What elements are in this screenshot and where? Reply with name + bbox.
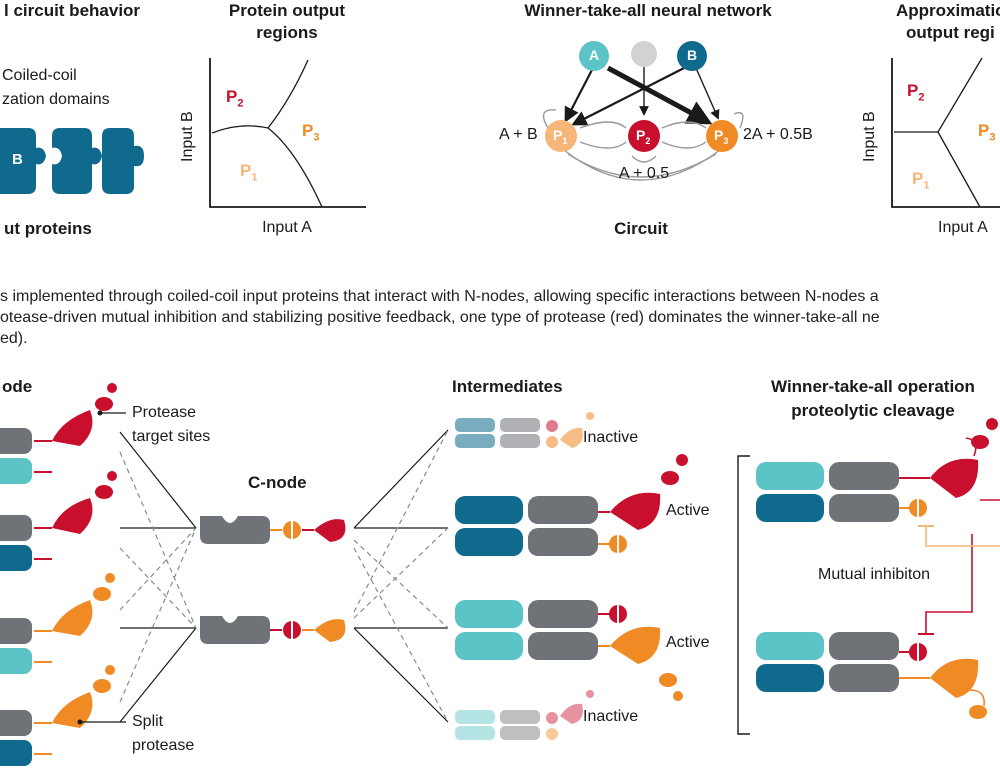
panel4-title-2: output regi (906, 23, 995, 42)
intermediate-state-3: Active (666, 634, 710, 651)
panel2-region-p2: P2 (226, 87, 244, 110)
panel4-ylabel: Input B (861, 111, 878, 162)
panel2-title-2: regions (256, 23, 318, 42)
panel2-title-1: Protein output (228, 1, 346, 20)
circuit-label: Circuit (614, 219, 668, 238)
panel2-region-p3: P3 (302, 121, 320, 144)
coiled-coil-label-1: Coiled-coil (2, 67, 77, 84)
panel2-region-p1: P1 (240, 161, 258, 184)
protein-letter: B (12, 151, 23, 168)
node-p1: P1 (553, 127, 568, 146)
split-label-1: Split (132, 713, 164, 730)
panel1-title: l circuit behavior (4, 1, 141, 20)
input-proteins-group (0, 128, 144, 194)
input-proteins-label: ut proteins (4, 219, 92, 238)
protease-label-1: Protease (132, 404, 197, 421)
coiled-coil-label-2: zation domains (2, 91, 110, 108)
wta-operation-panel (737, 418, 1000, 735)
wta-circuit (542, 41, 744, 181)
intermediate-state-1: Inactive (583, 429, 639, 446)
left-expression: A + B (499, 126, 538, 143)
panel4-region-p3: P3 (978, 121, 996, 144)
caption-line-1: s implemented through coiled-coil input … (0, 288, 879, 305)
n-to-c-connections (119, 431, 197, 723)
caption-line-3: ed). (0, 330, 28, 347)
wta-title-2: proteolytic cleavage (791, 401, 955, 420)
panel4-region-p2: P2 (907, 81, 925, 104)
protease-label-2: target sites (132, 428, 211, 445)
wta-title-1: Winner-take-all operation (771, 377, 975, 396)
panel4-xlabel: Input A (938, 219, 988, 236)
panel2-ylabel: Input B (179, 111, 196, 162)
mutual-inhibition-label: Mutual inhibiton (818, 566, 931, 583)
c-node-title: C-node (248, 473, 307, 492)
caption-line-2: otease-driven mutual inhibition and stab… (0, 309, 880, 326)
panel2-xlabel: Input A (262, 219, 312, 236)
intermediate-state-4: Inactive (583, 708, 639, 725)
output-regions-plot (209, 58, 366, 208)
n-node-title: ode (2, 377, 33, 396)
n-node-column (0, 383, 126, 766)
panel3-title: Winner-take-all neural network (524, 1, 772, 20)
c-node-group (200, 516, 346, 644)
node-b-label: B (687, 47, 698, 63)
caption-paragraph: s implemented through coiled-coil input … (0, 286, 1000, 349)
panel4-region-p1: P1 (912, 169, 930, 192)
split-label-2: protease (132, 737, 195, 754)
intermediate-state-2: Active (666, 502, 710, 519)
intermediates-title: Intermediates (452, 377, 563, 396)
c-to-intermediate-connections (353, 429, 449, 723)
right-expression: 2A + 0.5B (743, 126, 813, 143)
node-p2: P2 (636, 127, 651, 146)
panel4-title-1: Approximatio (896, 1, 1000, 20)
node-p3: P3 (714, 127, 729, 146)
node-a-label: A (589, 47, 600, 63)
mid-expression: A + 0.5 (618, 165, 670, 182)
approx-regions-plot (891, 57, 1000, 208)
intermediates-column (455, 412, 688, 740)
